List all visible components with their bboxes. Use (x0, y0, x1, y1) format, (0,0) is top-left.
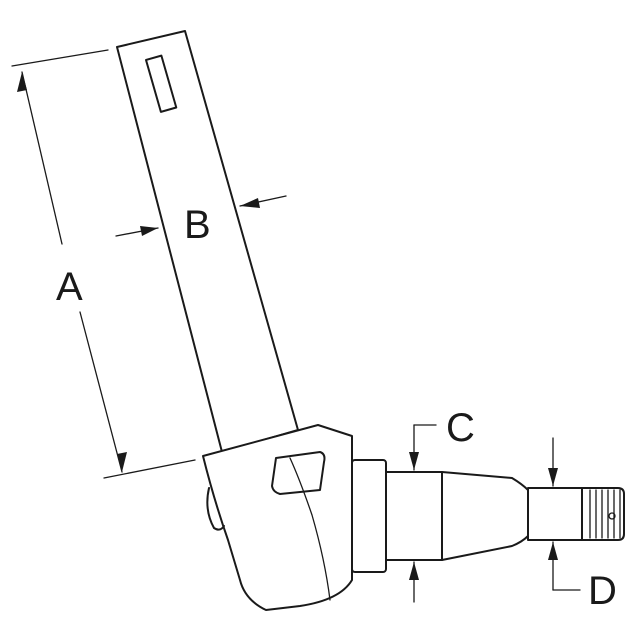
dimension-b (115, 195, 287, 237)
label-a: A (56, 265, 83, 309)
dimension-d (548, 437, 581, 591)
outer-bearing-section (527, 487, 583, 541)
label-c: C (446, 406, 475, 450)
label-d: D (588, 569, 617, 613)
taper-section (441, 471, 529, 561)
spindle-body (202, 424, 353, 611)
arm-slot (145, 54, 178, 113)
label-b: B (184, 203, 211, 247)
dimension-a (11, 49, 196, 479)
dimension-c (409, 424, 437, 603)
inner-bearing-section (385, 471, 443, 561)
spindle-collar (351, 459, 387, 573)
threaded-end (581, 487, 625, 541)
body-window (271, 451, 326, 495)
